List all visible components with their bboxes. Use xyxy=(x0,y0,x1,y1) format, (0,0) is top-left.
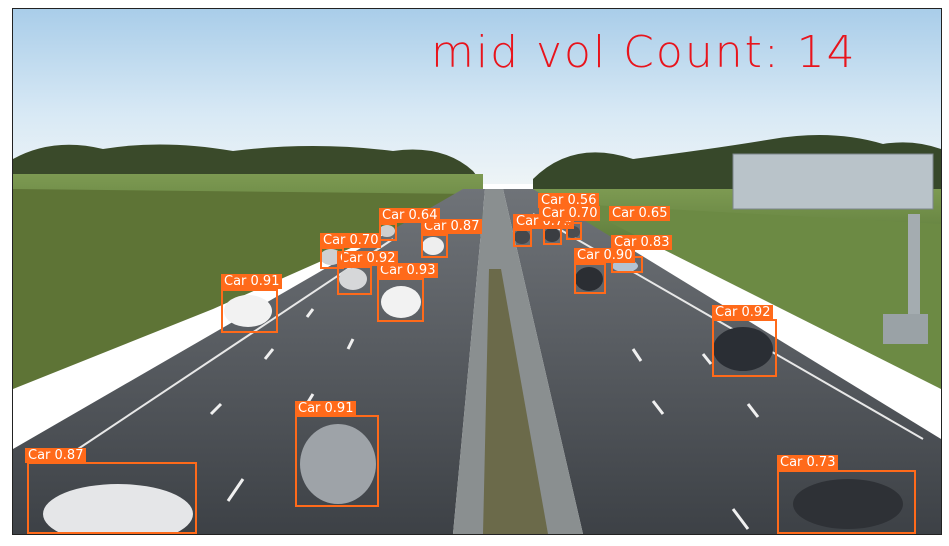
detection-label: Car 0.70 xyxy=(539,206,601,221)
detection-box xyxy=(513,229,532,247)
detection-box xyxy=(574,263,606,294)
detection-label: Car 0.93 xyxy=(377,263,439,278)
detection-box xyxy=(777,470,916,534)
video-frame: mid vol Count: 14 Car 0.87 Car 0.73 Car … xyxy=(12,8,942,535)
detection-box xyxy=(337,266,372,295)
detection-label: Car 0.64 xyxy=(379,208,441,223)
detection-box xyxy=(421,234,448,258)
detection-box xyxy=(543,225,562,245)
detection-label: Car 0.83 xyxy=(611,235,673,250)
detection-label: Car 0.87 xyxy=(25,448,87,463)
detection-label: Car 0.91 xyxy=(221,274,283,289)
detection-label: Car 0.70 xyxy=(320,233,382,248)
detection-box xyxy=(377,278,424,322)
detection-label: Car 0.90 xyxy=(574,248,636,263)
detection-label: Car 0.91 xyxy=(295,401,357,416)
gantry-sign xyxy=(732,153,934,344)
detection-box xyxy=(379,223,397,241)
detection-label: Car 0.56 xyxy=(538,193,600,208)
detection-label: Car 0.65 xyxy=(609,206,671,221)
detection-box xyxy=(221,289,278,333)
detection-box xyxy=(566,222,582,240)
detection-box xyxy=(320,247,344,269)
detection-label: Car 0.92 xyxy=(337,251,399,266)
detection-box xyxy=(27,462,197,534)
detection-label: Car 0.92 xyxy=(712,305,774,320)
detection-box xyxy=(712,319,777,377)
vehicles xyxy=(43,225,903,534)
lane-dashes xyxy=(209,308,760,530)
median-grass xyxy=(483,269,548,534)
vehicle-count-text: mid vol Count: 14 xyxy=(431,27,857,78)
embankment-right xyxy=(573,204,941,389)
detection-label: Car 0.73 xyxy=(777,455,839,470)
detection-box xyxy=(295,415,379,507)
